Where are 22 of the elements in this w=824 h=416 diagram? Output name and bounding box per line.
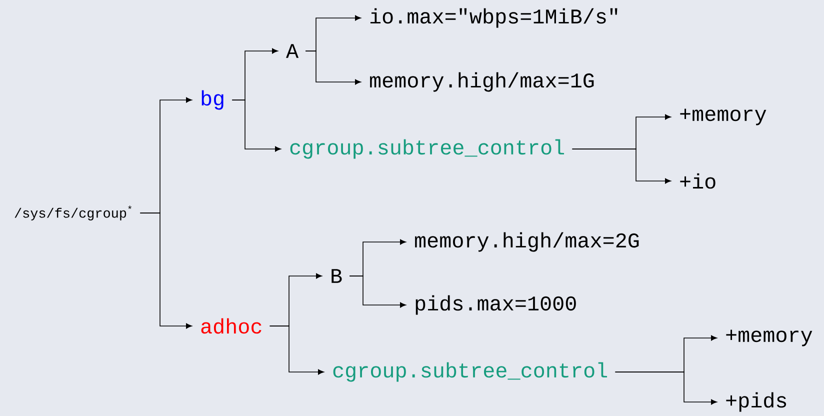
connector-arrow [572,148,671,184]
directory-name: /sys/fs/cgroup$^{*}$ [14,206,132,220]
connector-arrow [305,50,361,85]
connector-arrow [232,100,281,152]
setting-text: pids.max=1000 [416,295,576,315]
directory-name: A [286,44,299,58]
setting-text: memory.high/max=2G [415,232,639,252]
setting-text: memory.high/max=1G [370,72,594,92]
connector-arrow [349,276,406,308]
connector-arrow [140,212,192,329]
directory-name: bg [202,90,224,110]
connector-arrow [269,326,324,375]
file-name: cgroup.subtree_control [290,139,564,159]
setting-text: +io [680,173,716,189]
setting-text: +pids [726,392,786,412]
setting-text: +memory [680,108,766,126]
file-name: cgroup.subtree_control [333,362,608,382]
setting-text: +memory [726,330,812,346]
directory-name: adhoc [201,318,262,334]
connector-arrow [614,372,717,405]
setting-text: io.max="wbps=1MiB/s" [370,8,618,28]
directory-name: B [332,269,342,283]
